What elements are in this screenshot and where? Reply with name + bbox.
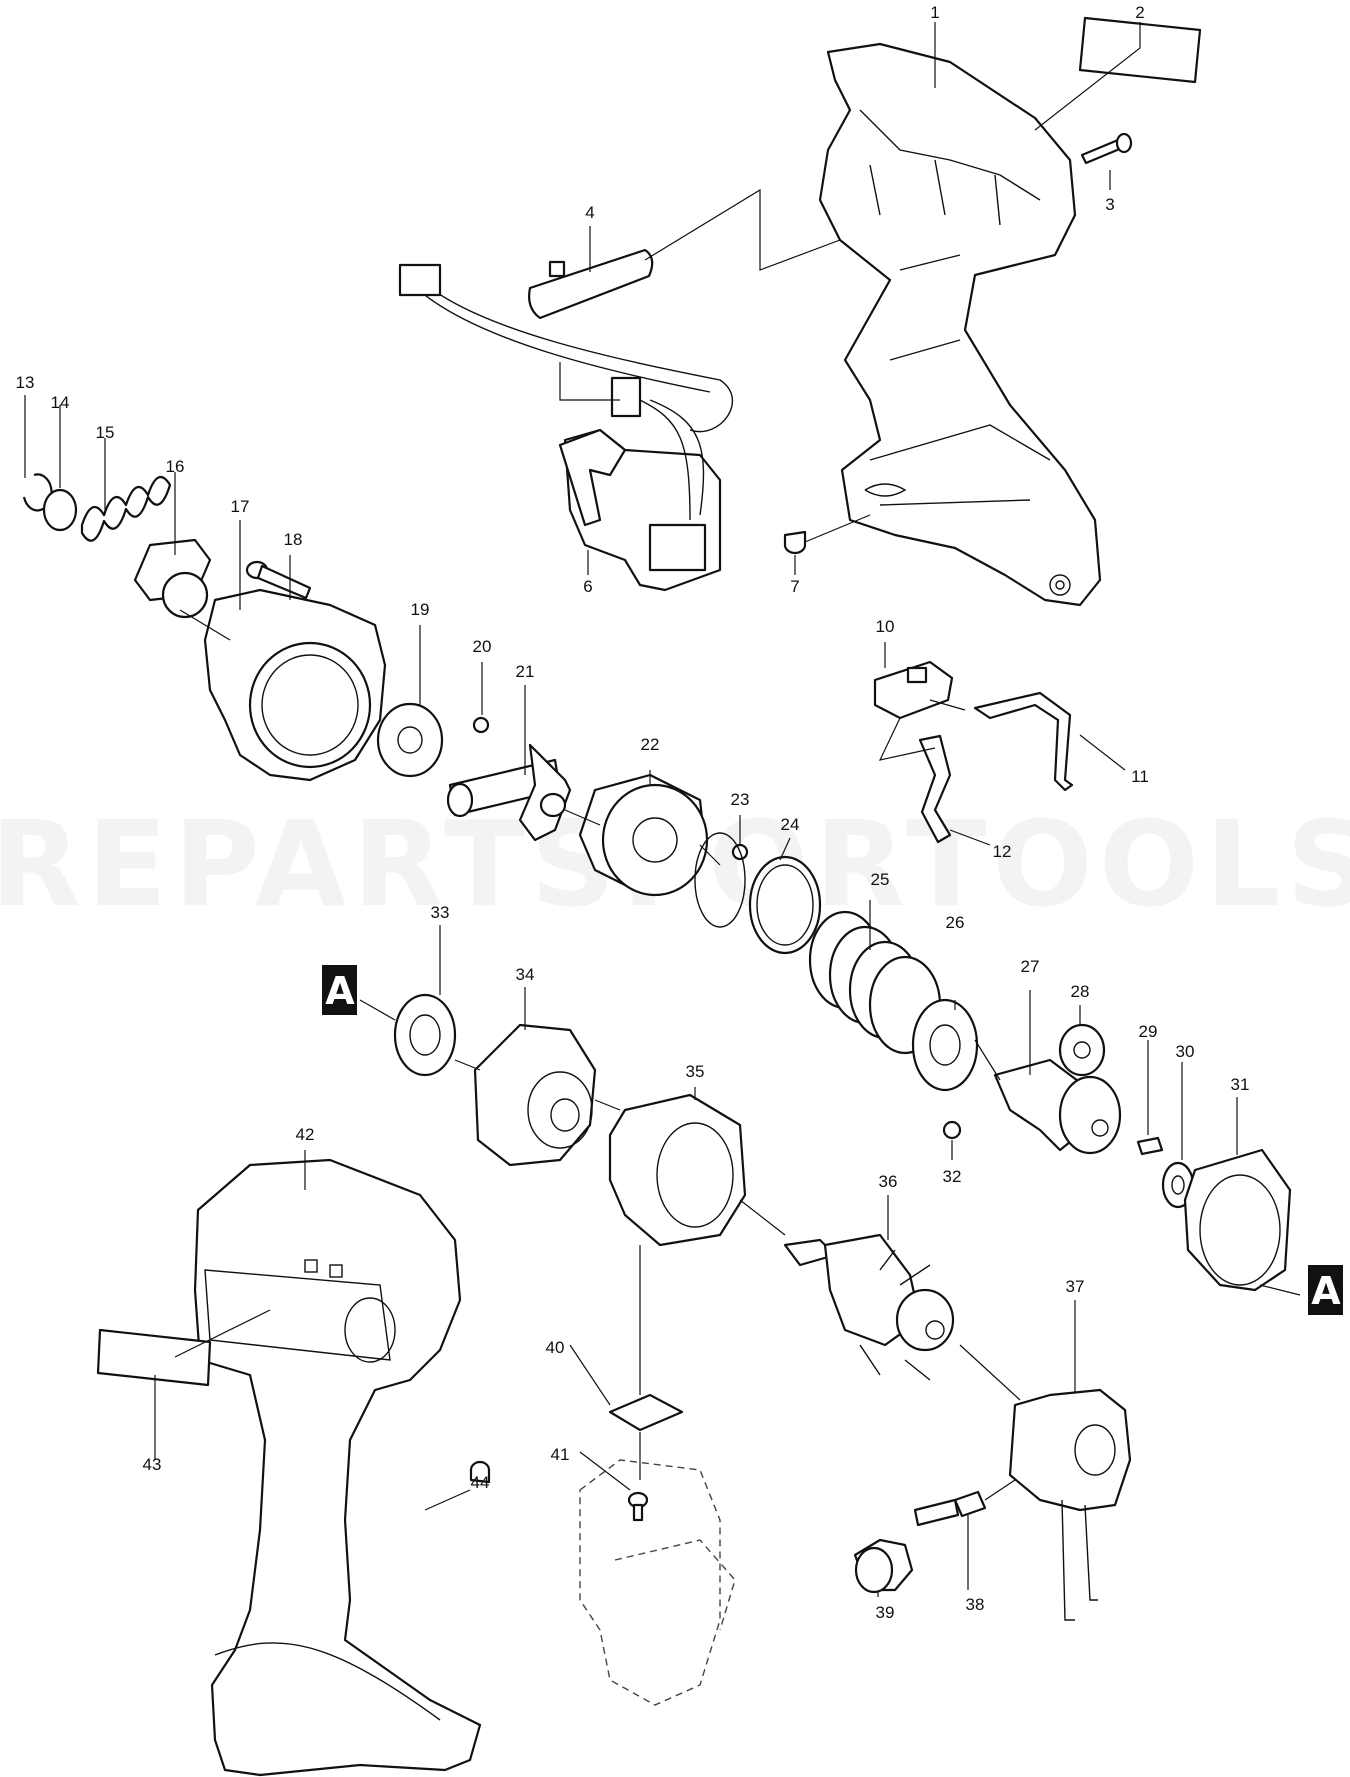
section-marker-right: A: [1308, 1265, 1343, 1315]
part-12-terminal: [918, 734, 952, 844]
label-28: 28: [1071, 982, 1090, 1001]
part-number-labels: 1 2 3 4 6 7 10 11 12 13 14 15 16 17 18 1…: [16, 3, 1250, 1622]
part-26-washer: [911, 998, 979, 1092]
part-22-hammer: [578, 773, 709, 897]
part-4-lever: [528, 248, 654, 320]
label-7: 7: [790, 577, 799, 596]
label-26: 26: [946, 913, 965, 932]
label-44: 44: [471, 1473, 490, 1492]
label-13: 13: [16, 373, 35, 392]
part-2-label-plate: [1078, 16, 1202, 84]
label-22: 22: [641, 735, 660, 754]
part-15-spring: [80, 475, 172, 542]
part-10-holder: [873, 660, 954, 720]
part-39-cap: [853, 1538, 914, 1594]
label-10: 10: [876, 617, 895, 636]
label-37: 37: [1066, 1277, 1085, 1296]
part-32-ball: [942, 1120, 962, 1140]
part-11-bracket: [973, 691, 1074, 792]
label-6: 6: [583, 577, 592, 596]
part-34-gear-plate: [473, 1023, 597, 1167]
part-31-ring: [1183, 1148, 1292, 1292]
part-33-bearing: [393, 993, 457, 1077]
label-30: 30: [1176, 1042, 1195, 1061]
part-42-housing-half: [193, 1158, 482, 1777]
label-1: 1: [930, 3, 939, 22]
part-36-armature: [783, 1233, 955, 1381]
label-18: 18: [284, 530, 303, 549]
label-29: 29: [1139, 1022, 1158, 1041]
label-34: 34: [516, 965, 535, 984]
label-39: 39: [876, 1603, 895, 1622]
part-16-sleeve: [133, 538, 212, 619]
part-7-pin: [783, 530, 807, 555]
part-24-washer: [748, 855, 822, 955]
part-29-pin: [1136, 1136, 1164, 1156]
label-27: 27: [1021, 957, 1040, 976]
label-23: 23: [731, 790, 750, 809]
label-3: 3: [1105, 195, 1114, 214]
part-28-gear: [1058, 1023, 1106, 1077]
part-37-holder: [1008, 1388, 1132, 1621]
part-6-switch: [398, 263, 734, 592]
part-25-spring: [808, 910, 942, 1055]
part-23-ring: [694, 832, 746, 928]
label-31: 31: [1231, 1075, 1250, 1094]
part-19-washer: [376, 702, 444, 778]
label-40: 40: [546, 1338, 565, 1357]
label-35: 35: [686, 1062, 705, 1081]
part-18-bolt: [245, 560, 312, 600]
part-41-screw: [627, 1491, 649, 1522]
label-12: 12: [993, 842, 1012, 861]
label-17: 17: [231, 497, 250, 516]
part-20-ball: [472, 716, 490, 734]
label-2: 2: [1135, 3, 1144, 22]
part-14-washer: [42, 488, 78, 532]
label-14: 14: [51, 393, 70, 412]
label-4: 4: [585, 203, 594, 222]
label-36: 36: [879, 1172, 898, 1191]
section-marker-left: A: [322, 965, 357, 1015]
label-41: 41: [551, 1445, 570, 1464]
label-42: 42: [296, 1125, 315, 1144]
leader-lines: [24, 22, 1301, 1597]
label-25: 25: [871, 870, 890, 889]
switch-ghost-outline: [579, 1459, 736, 1706]
part-17-gear-housing: [203, 588, 387, 782]
part-21-spindle: [446, 743, 572, 842]
svg-text:A: A: [325, 969, 355, 1013]
part-35-sleeve: [608, 1093, 747, 1247]
label-19: 19: [411, 600, 430, 619]
part-27-shaft: [993, 1058, 1122, 1155]
label-32: 32: [943, 1167, 962, 1186]
part-40-plate: [608, 1393, 684, 1432]
label-38: 38: [966, 1595, 985, 1614]
part-1-housing-half: [818, 42, 1102, 607]
label-20: 20: [473, 637, 492, 656]
label-24: 24: [781, 815, 800, 834]
part-43-label-plate: [96, 1328, 212, 1387]
part-38-brush: [913, 1490, 987, 1527]
svg-text:A: A: [1311, 1269, 1341, 1313]
label-15: 15: [96, 423, 115, 442]
label-11: 11: [1131, 767, 1149, 786]
label-43: 43: [143, 1455, 162, 1474]
label-16: 16: [166, 457, 185, 476]
label-33: 33: [431, 903, 450, 922]
part-3-screw: [1080, 132, 1133, 165]
part-44-pin: [469, 1460, 491, 1484]
label-21: 21: [516, 662, 535, 681]
